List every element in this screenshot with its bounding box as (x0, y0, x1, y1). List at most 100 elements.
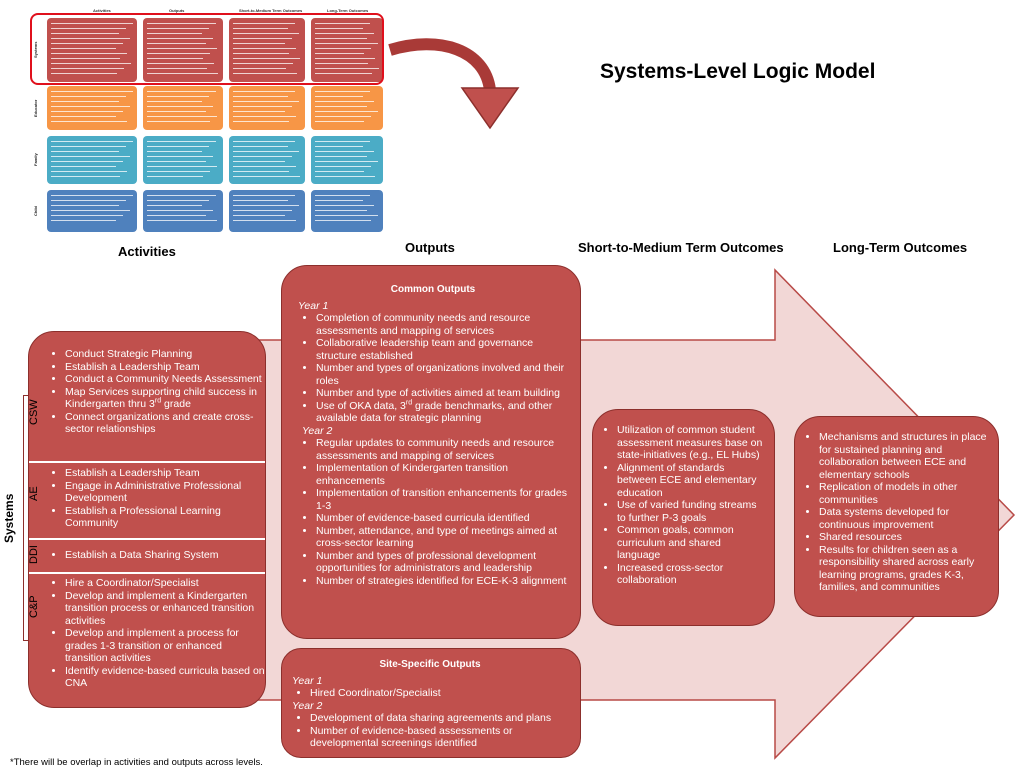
output-item: Number, attendance, and type of meetings… (316, 525, 568, 550)
thumb-highlight (30, 13, 384, 85)
outcome-item: Utilization of common student assessment… (617, 424, 764, 462)
common-outputs-title: Common Outputs (390, 284, 476, 295)
section-divider (29, 572, 265, 574)
output-item: Number of evidence-based curricula ident… (316, 512, 568, 525)
common-outputs-year1: Completion of community needs and resour… (298, 312, 568, 425)
activity-item: Engage in Administrative Professional De… (65, 480, 265, 505)
systems-bracket (23, 395, 30, 641)
section-label-csw: CSW (28, 399, 40, 425)
thumb-row: Educator (33, 86, 385, 130)
thumb-header: Outputs (169, 8, 185, 13)
thumb-cell (47, 136, 137, 184)
thumb-row-label: Child (33, 206, 38, 216)
systems-label: Systems (2, 493, 16, 543)
year-label: Year 2 (302, 424, 333, 437)
long-term-list: Mechanisms and structures in place for s… (801, 431, 990, 594)
output-item: Use of OKA data, 3rd grade benchmarks, a… (316, 399, 568, 425)
section-divider (29, 461, 265, 463)
output-item: Number and types of organizations involv… (316, 362, 568, 387)
activity-item: Hire a Coordinator/Specialist (65, 577, 265, 590)
site-outputs-year2: Development of data sharing agreements a… (292, 712, 568, 750)
cp-list: Hire a Coordinator/Specialist Develop an… (45, 577, 265, 690)
activity-item: Identify evidence-based curricula based … (65, 665, 265, 690)
thumb-cell (47, 86, 137, 130)
short-medium-list: Utilization of common student assessment… (599, 424, 764, 587)
thumb-header: Long-Term Outcomes (327, 8, 369, 13)
activity-item: Establish a Professional Learning Commun… (65, 505, 265, 530)
outcome-item: Use of varied funding streams to further… (617, 499, 764, 524)
output-item: Regular updates to community needs and r… (316, 437, 568, 462)
thumb-cell (229, 86, 305, 130)
csw-list: Conduct Strategic Planning Establish a L… (45, 348, 265, 436)
footnote: *There will be overlap in activities and… (10, 757, 263, 768)
thumb-cell (47, 190, 137, 232)
activities-box: Conduct Strategic Planning Establish a L… (28, 331, 266, 708)
thumb-cell (311, 190, 383, 232)
thumb-header: Short-to-Medium Term Outcomes (239, 8, 303, 13)
thumb-row: Child (33, 190, 385, 232)
activity-item: Map Services supporting child success in… (65, 386, 265, 411)
thumb-cell (311, 18, 383, 82)
year-label: Year 1 (292, 674, 323, 687)
output-item: Number and types of professional develop… (316, 550, 568, 575)
thumb-cell (311, 86, 383, 130)
outcome-item: Results for children seen as a responsib… (819, 544, 990, 594)
outcome-item: Replication of models in other communiti… (819, 481, 990, 506)
year-label: Year 1 (298, 299, 329, 312)
output-item: Number of strategies identified for ECE-… (316, 575, 568, 588)
year-label: Year 2 (292, 699, 323, 712)
thumb-cell (229, 18, 305, 82)
outcome-item: Mechanisms and structures in place for s… (819, 431, 990, 481)
ae-list: Establish a Leadership Team Engage in Ad… (45, 467, 265, 530)
activity-item: Establish a Leadership Team (65, 467, 265, 480)
outcome-item: Common goals, common curriculum and shar… (617, 524, 764, 562)
activity-item: Conduct Strategic Planning (65, 348, 265, 361)
section-label-ae: AE (28, 486, 40, 502)
thumb-cell (143, 190, 223, 232)
output-item: Implementation of Kindergarten transitio… (316, 462, 568, 487)
thumb-row: Systems (33, 18, 385, 82)
section-divider (29, 538, 265, 540)
activity-item: Establish a Data Sharing System (65, 549, 265, 562)
outcome-item: Alignment of standards between ECE and e… (617, 462, 764, 500)
column-header-long-term: Long-Term Outcomes (833, 240, 968, 255)
outcome-item: Shared resources (819, 531, 990, 544)
common-outputs-year2: Regular updates to community needs and r… (298, 437, 568, 587)
long-term-outcomes-box: Mechanisms and structures in place for s… (794, 416, 999, 617)
thumb-row: Family (33, 136, 385, 184)
outcome-item: Data systems developed for continuous im… (819, 506, 990, 531)
output-item: Implementation of transition enhancement… (316, 487, 568, 512)
output-item: Hired Coordinator/Specialist (310, 687, 568, 700)
logic-model-thumbnail: Activities Outputs Short-to-Medium Term … (30, 8, 385, 232)
activity-item: Establish a Leadership Team (65, 361, 265, 374)
thumb-cell (47, 18, 137, 82)
thumb-cell (229, 136, 305, 184)
output-item: Completion of community needs and resour… (316, 312, 568, 337)
column-header-short-medium: Short-to-Medium Term Outcomes (578, 240, 784, 255)
site-outputs-title: Site-Specific Outputs (379, 659, 481, 670)
activities-ae: Establish a Leadership Team Engage in Ad… (29, 467, 265, 530)
activities-csw: Conduct Strategic Planning Establish a L… (29, 348, 265, 436)
activity-item: Develop and implement a Kindergarten tra… (65, 590, 265, 628)
thumb-cell (143, 136, 223, 184)
column-header-outputs: Outputs (405, 240, 455, 255)
outcome-item: Increased cross-sector collaboration (617, 562, 764, 587)
output-item: Collaborative leadership team and govern… (316, 337, 568, 362)
section-label-cp: C&P (28, 595, 40, 619)
activity-item: Develop and implement a process for grad… (65, 627, 265, 665)
thumb-cell (143, 86, 223, 130)
thumb-cell (143, 18, 223, 82)
thumb-row-label: Family (33, 153, 38, 167)
activity-item: Conduct a Community Needs Assessment (65, 373, 265, 386)
site-specific-outputs-box: Site-Specific Outputs Year 1 Hired Coord… (281, 648, 581, 758)
section-label-ddi: DDI (28, 545, 40, 565)
output-item: Development of data sharing agreements a… (310, 712, 568, 725)
activities-cp: Hire a Coordinator/Specialist Develop an… (29, 577, 265, 690)
thumb-header: Activities (93, 8, 111, 13)
site-outputs-year1: Hired Coordinator/Specialist (292, 687, 568, 700)
ddi-list: Establish a Data Sharing System (45, 549, 265, 562)
thumb-cell (311, 136, 383, 184)
activity-item: Connect organizations and create cross-s… (65, 411, 265, 436)
thumb-row-label: Educator (33, 99, 38, 117)
output-item: Number and type of activities aimed at t… (316, 387, 568, 400)
